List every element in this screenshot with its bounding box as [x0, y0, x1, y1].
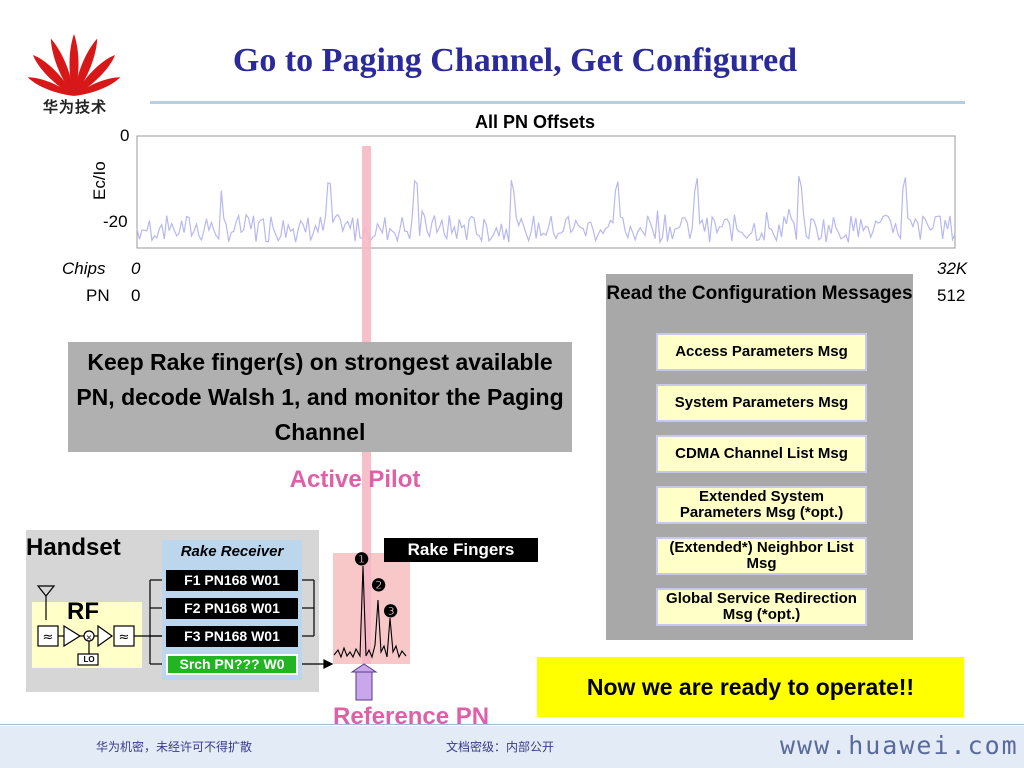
finger-3: F3 PN168 W01: [166, 626, 298, 647]
footer-divider: [0, 724, 1024, 725]
msg-system-parameters: System Parameters Msg: [656, 384, 867, 422]
chips-start: 0: [131, 259, 141, 278]
y-tick-top: 0: [120, 126, 130, 145]
msg-extended-system-parameters: Extended System Parameters Msg (*opt.): [656, 486, 867, 524]
finger-1: F1 PN168 W01: [166, 570, 298, 591]
page-title: Go to Paging Channel, Get Configured: [232, 42, 798, 79]
footer-doc-level: 文档密级：内部公开: [446, 740, 555, 754]
handset-label: Handset: [26, 534, 121, 561]
ecio-trace: [136, 176, 956, 245]
finger-2: F2 PN168 W01: [166, 598, 298, 619]
finger-number-3: ❸: [383, 602, 399, 621]
huawei-logo: [28, 34, 120, 96]
ready-banner: Now we are ready to operate!!: [537, 657, 964, 717]
finger-number-1: ❶: [354, 550, 370, 569]
reference-pn-label: Reference PN: [333, 703, 490, 730]
y-tick-bottom: -20: [103, 212, 128, 231]
keep-rake-callout: Keep Rake finger(s) on strongest availab…: [68, 342, 572, 452]
rf-label: RF: [67, 598, 99, 625]
msg-global-service-redirection: Global Service Redirection Msg (*opt.): [656, 588, 867, 626]
chips-label: Chips: [62, 259, 106, 278]
rake-fingers-label: Rake Fingers: [384, 538, 538, 562]
footer-url[interactable]: www.huawei.com: [780, 731, 1019, 760]
chips-end: 32K: [937, 259, 968, 278]
pn-label: PN: [86, 286, 110, 305]
footer-confidential: 华为机密，未经许可不得扩散: [96, 740, 253, 754]
msg-neighbor-list: (Extended*) Neighbor List Msg: [656, 537, 867, 575]
msg-access-parameters: Access Parameters Msg: [656, 333, 867, 371]
footer-bar: [0, 726, 1024, 768]
y-axis-label: Ec/Io: [90, 161, 109, 200]
active-pilot-label: Active Pilot: [289, 466, 421, 493]
chart-title: All PN Offsets: [474, 112, 596, 132]
rake-fingers-panel: [333, 553, 410, 664]
config-title: Read the Configuration Messages: [606, 283, 913, 304]
finger-number-2: ❷: [371, 576, 387, 595]
pn-start: 0: [131, 286, 141, 305]
rake-receiver-label: Rake Receiver: [180, 543, 284, 560]
lo-label: LO: [83, 655, 95, 664]
pn-end: 512: [937, 286, 966, 305]
chart-plot-area: [136, 135, 956, 249]
searcher-finger: Srch PN??? W0: [166, 654, 298, 675]
msg-cdma-channel-list: CDMA Channel List Msg: [656, 435, 867, 473]
logo-text: 华为技术: [42, 98, 107, 116]
title-divider: [150, 101, 965, 104]
reference-pn-arrow: [350, 663, 378, 701]
